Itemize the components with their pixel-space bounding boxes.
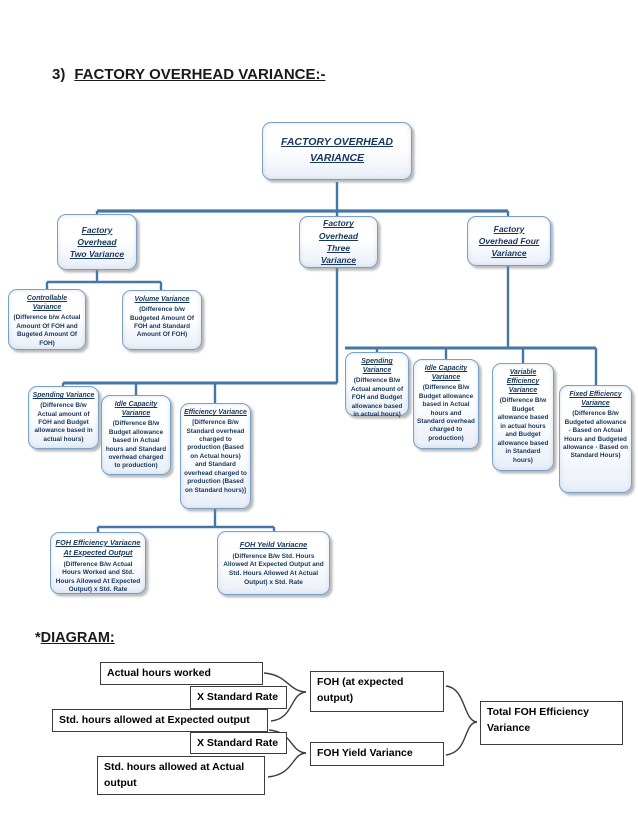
node-title: Factory Overhead Three Variance xyxy=(318,218,359,266)
node-detail: [Difference B/w Standard overhead charge… xyxy=(184,419,247,494)
diagram-heading-text: DIAGRAM: xyxy=(40,630,115,646)
node-detail: (Difference B/w Std. Hours Allowed At Ex… xyxy=(223,552,324,586)
flow-box-foh-yield-variance: FOH Yield Variance xyxy=(310,742,444,766)
flow-box-x-standard-rate-2: X Standard Rate xyxy=(190,732,287,754)
node-detail: (Difference b/w Actual Amount Of FOH and… xyxy=(13,314,81,347)
node-title: Spending Variance xyxy=(361,358,393,375)
node-title: Controllable Variance xyxy=(26,295,68,312)
node-detail: (Difference B/w Budgeted allowance - Bas… xyxy=(563,410,628,460)
node-detail: (Difference B/w Actual amount of FOH and… xyxy=(34,402,93,443)
node-volume-variance: Volume Variance (Difference b/w Budgeted… xyxy=(122,290,202,350)
node-variable-efficiency-variance: Variable Efficiency Variance (Difference… xyxy=(492,363,554,471)
node-controllable-variance: Controllable Variance (Difference b/w Ac… xyxy=(8,289,86,350)
node-title: Spending Variance xyxy=(32,392,95,399)
node-title: Idle Capacity Variance xyxy=(424,365,468,382)
node-spending-variance-four: Spending Variance (Difference B/w Actual… xyxy=(345,352,409,419)
node-factory-overhead-two-variance: Factory Overhead Two Variance xyxy=(57,214,137,270)
node-detail: (Difference B/w Budget allowance based i… xyxy=(497,397,549,464)
node-factory-overhead-variance: FACTORY OVERHEAD VARIANCE xyxy=(262,122,412,180)
node-title: Variable Efficiency Variance xyxy=(506,369,540,395)
flow-box-actual-hours-worked: Actual hours worked xyxy=(100,662,263,685)
brace-curves xyxy=(263,672,478,778)
node-spending-variance-three: Spending Variance (Difference B/w Actual… xyxy=(28,386,99,449)
node-fixed-efficiency-variance: Fixed Efficiency Variance (Difference B/… xyxy=(559,385,632,493)
flow-box-total-foh-efficiency-variance: Total FOH Efficiency Variance xyxy=(480,701,623,745)
node-efficiency-variance: Efficiency Variance [Difference B/w Stan… xyxy=(180,403,251,509)
diagram-heading: *DIAGRAM: xyxy=(35,630,115,646)
node-title: FOH Efficiency Variacne At Expected Outp… xyxy=(55,538,141,557)
node-factory-overhead-four-variance: Factory Overhead Four Variance xyxy=(467,216,551,266)
flow-box-foh-at-expected-output: FOH (at expected output) xyxy=(310,671,444,712)
node-title: Factory Overhead Two Variance xyxy=(69,224,125,260)
node-detail: (Difference B/w Actual Hours Worked and … xyxy=(55,560,141,594)
node-title: Fixed Efficiency Variance xyxy=(569,391,622,408)
node-title: Efficiency Variance xyxy=(184,409,247,416)
node-factory-overhead-three-variance: Factory Overhead Three Variance xyxy=(299,216,378,268)
node-detail: (Difference b/w Budgeted Amount Of FOH a… xyxy=(129,306,194,339)
node-detail: (Difference B/w Budget allowance based i… xyxy=(417,384,475,442)
flow-box-std-hours-actual-output: Std. hours allowed at Actual output xyxy=(97,756,265,795)
diagram-bullet: * xyxy=(35,630,41,646)
node-idle-capacity-variance-four: Idle Capacity Variance (Difference B/w B… xyxy=(413,359,479,449)
node-title: Factory Overhead Four Variance xyxy=(478,223,540,259)
node-title: Idle Capacity Variance xyxy=(114,401,158,418)
node-title: FACTORY OVERHEAD VARIANCE xyxy=(280,136,394,164)
node-foh-efficiency-variance-expected: FOH Efficiency Variacne At Expected Outp… xyxy=(50,532,146,594)
flow-box-std-hours-expected-output: Std. hours allowed at Expected output xyxy=(52,709,268,732)
page-title-text: FACTORY OVERHEAD VARIANCE:- xyxy=(74,66,326,83)
node-foh-yield-variance: FOH Yeild Variacne (Difference B/w Std. … xyxy=(217,531,330,595)
node-title: FOH Yeild Variacne xyxy=(239,540,308,549)
page-title: 3) FACTORY OVERHEAD VARIANCE:- xyxy=(52,66,325,83)
section-number: 3) xyxy=(52,66,66,83)
node-detail: (Difference B/w Budget allowance based i… xyxy=(105,420,167,470)
flow-box-x-standard-rate-1: X Standard Rate xyxy=(190,686,287,709)
node-detail: (Difference B/w Actual amount of FOH and… xyxy=(350,377,404,419)
node-title: Volume Variance xyxy=(134,296,190,303)
node-idle-capacity-variance-three: Idle Capacity Variance (Difference B/w B… xyxy=(101,395,171,475)
